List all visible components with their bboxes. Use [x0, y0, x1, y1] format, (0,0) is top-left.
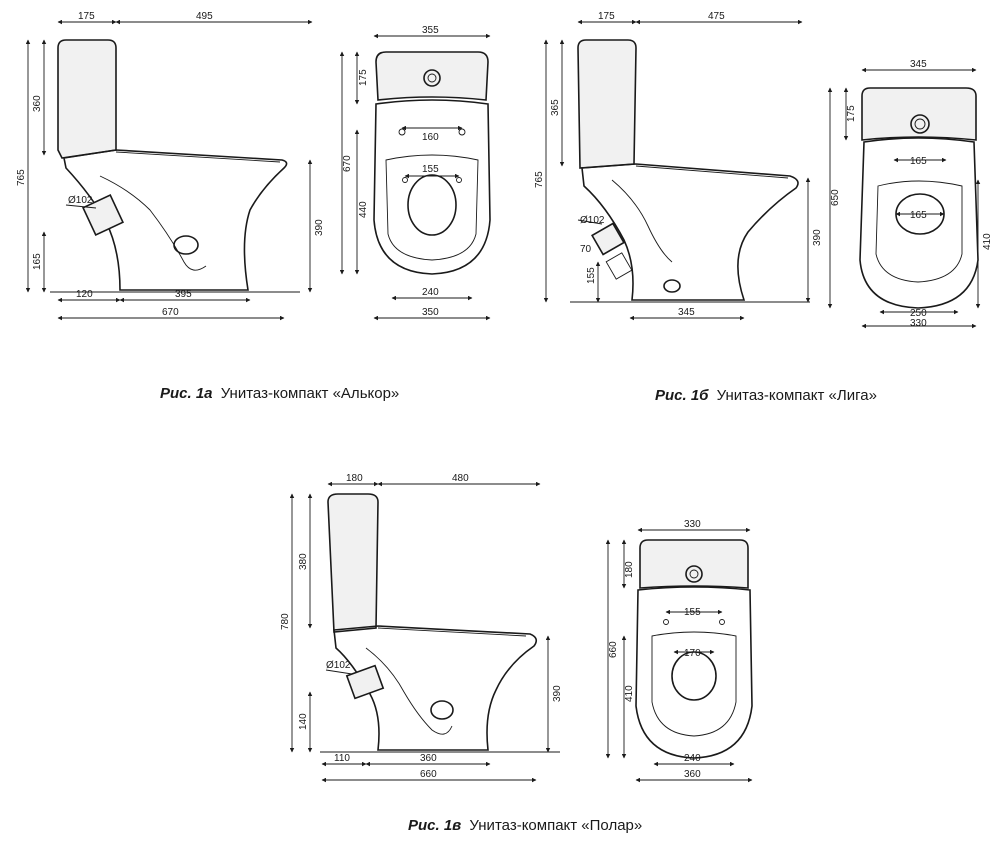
figure-1a-top-dim-670: 670: [342, 155, 353, 172]
figure-1a-caption: Рис. 1а Унитаз-компакт «Алькор»: [160, 385, 399, 402]
figure-1v-top-tank: [639, 539, 749, 589]
figure-1a-top-dim-160: 160: [422, 132, 439, 143]
figure-1v-outlet-pipe: [345, 664, 385, 700]
figure-1v-caption: Рис. 1в Унитаз-компакт «Полар»: [408, 817, 642, 834]
figure-1v-side-dim-360: 360: [420, 753, 437, 764]
figure-1b-side-dim-175: 175: [598, 11, 615, 22]
figure-1a-top-dim-350: 350: [422, 307, 439, 318]
figure-1b-top-dim-650: 650: [830, 189, 841, 206]
figure-1a-top-dim-355: 355: [422, 25, 439, 36]
figure-1b-top-dim-175: 175: [846, 105, 857, 122]
figure-1b-top-view: 345 175 650 165 165 410 250 330: [827, 59, 993, 329]
figure-1b-side-dim-765: 765: [534, 171, 545, 188]
figure-1v-side-view: 180 480 380 780 Ø102 140 390 110 360 660: [280, 473, 563, 783]
figure-1b-top-dim-165-holes: 165: [910, 156, 927, 167]
figure-1v-top-bowl: [635, 586, 753, 759]
figure-1v-top-dim-360: 360: [684, 769, 701, 780]
figure-1a-outlet-pipe: [82, 194, 124, 236]
figure-1b-outlet-pipe: [591, 222, 625, 256]
figure-1v-top-dim-180: 180: [624, 561, 635, 578]
figure-1v-tank-outline: [327, 493, 379, 633]
figure-1b-side-dim-365: 365: [550, 99, 561, 116]
figure-1b-side-dim-diameter: Ø102: [580, 215, 605, 226]
figure-1b-bowl-outline: [581, 163, 799, 301]
figure-1b-top-dim-410: 410: [982, 233, 993, 250]
figure-1v-side-dim-110: 110: [334, 753, 350, 764]
figure-1v-side-dim-380: 380: [298, 553, 309, 570]
figure-1b-top-dim-165-seat: 165: [910, 210, 927, 221]
figure-1v-side-dim-140: 140: [298, 713, 309, 730]
figure-1v-top-dim-240: 240: [684, 753, 701, 764]
figure-1a-side-dim-diameter: Ø102: [68, 195, 93, 206]
figure-1b-top-dim-250: 250: [910, 308, 927, 319]
figure-1v-top-dim-330: 330: [684, 519, 701, 530]
figure-1a-top-bowl: [373, 99, 491, 275]
figure-1a-top-dim-155: 155: [422, 164, 439, 175]
figure-1a-side-dim-670: 670: [162, 307, 179, 318]
figure-1b-caption: Рис. 1б Унитаз-компакт «Лига»: [655, 387, 877, 404]
figure-1b-side-dim-155: 155: [586, 267, 597, 284]
figure-1b-side-dim-70: 70: [580, 244, 592, 255]
figure-1a-side-dim-495: 495: [196, 11, 213, 22]
figure-1a-side-dim-165: 165: [32, 253, 43, 270]
figure-1a-tank-outline: [57, 39, 117, 159]
figure-1a-top-dim-240: 240: [422, 287, 439, 298]
figure-1a-side-dim-390: 390: [314, 219, 325, 236]
figure-1a-side-dim-765: 765: [16, 169, 27, 186]
figure-1b-top-dim-345: 345: [910, 59, 927, 70]
figure-1a-side-dim-175: 175: [78, 11, 95, 22]
figure-1a-top-view: 355 175 670 160 155 440 240 350: [339, 25, 491, 321]
figure-1v-top-dim-155: 155: [684, 607, 701, 618]
figure-1v-side-dim-480: 480: [452, 473, 469, 484]
figure-1a-side-dim-120: 120: [76, 289, 93, 300]
figure-1v-side-dim-180: 180: [346, 473, 363, 484]
figure-1v-top-view: 330 180 660 155 170 410 240 360: [605, 519, 753, 783]
figure-1b-side-view: 175 475 365 765 Ø102 70 155 390 345: [534, 11, 823, 321]
figure-1b-side-dim-475: 475: [708, 11, 725, 22]
figure-1a-top-dim-175: 175: [358, 69, 369, 86]
figure-1v-side-dim-390: 390: [552, 685, 563, 702]
figure-1a-side-dim-360: 360: [32, 95, 43, 112]
figure-1v-side-dim-diameter: Ø102: [326, 660, 351, 671]
figure-1v-top-dim-170: 170: [684, 648, 701, 659]
figure-1a-top-dim-440: 440: [358, 201, 369, 218]
figure-1a-side-dim-395: 395: [175, 289, 192, 300]
figure-1v-top-dim-410: 410: [624, 685, 635, 702]
figure-1b-tank-outline: [577, 39, 637, 169]
figure-1b-side-dim-345: 345: [678, 307, 695, 318]
figure-1a-side-view: 175 495 360 765 390 Ø102 165 120 395 670: [16, 11, 325, 321]
figure-1b-top-dim-330: 330: [910, 318, 927, 329]
figure-1b-top-tank: [861, 87, 977, 141]
figure-1v-top-dim-660: 660: [608, 641, 619, 658]
figure-1b-top-bowl: [859, 137, 979, 309]
figure-1a-top-tank: [375, 51, 489, 101]
figure-1b-side-dim-390: 390: [812, 229, 823, 246]
figure-1v-side-dim-780: 780: [280, 613, 291, 630]
figure-1v-side-dim-660: 660: [420, 769, 437, 780]
